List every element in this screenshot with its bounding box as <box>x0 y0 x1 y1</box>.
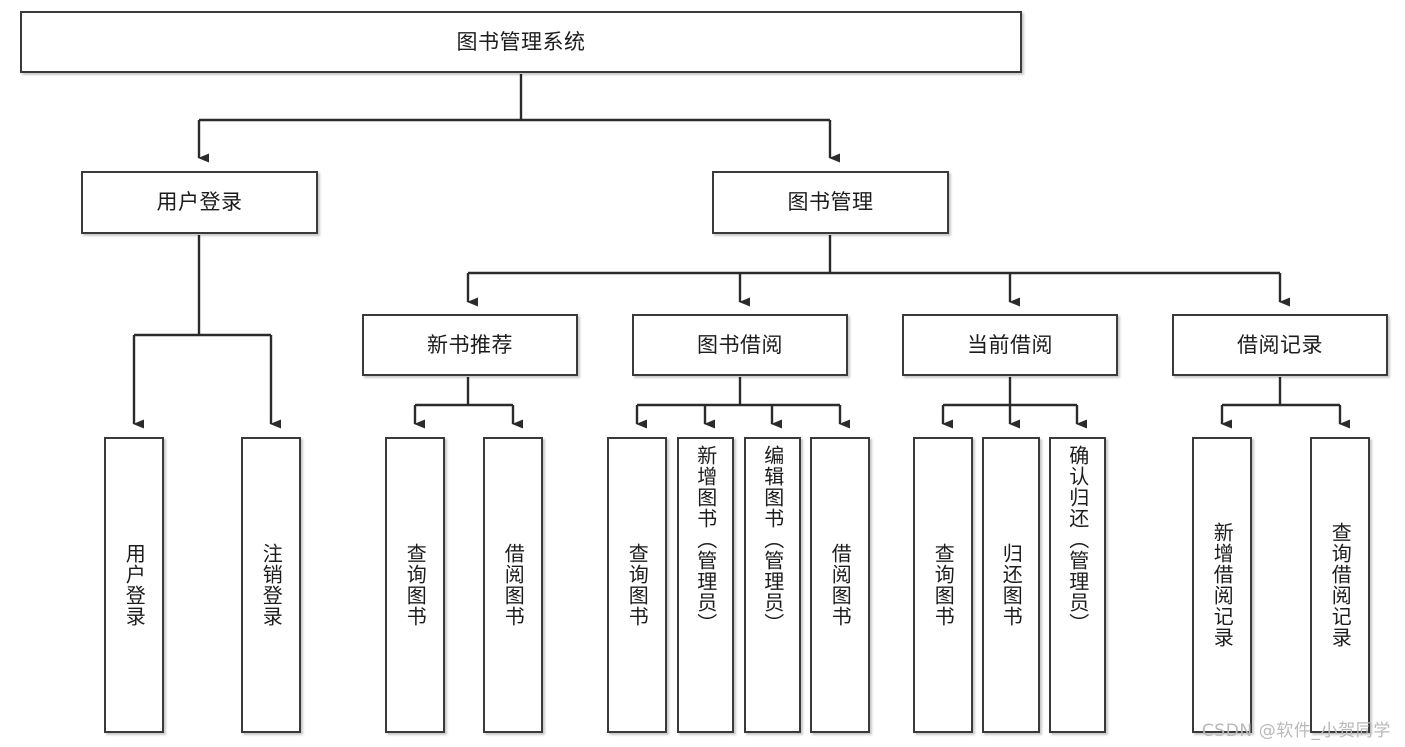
node-root-system[interactable]: 图书管理系统 <box>20 11 1022 73</box>
node-label: 新增图书（管理员） <box>693 445 718 634</box>
node-label: 图书借阅 <box>697 332 783 357</box>
node-new-book-recommend[interactable]: 新书推荐 <box>362 314 578 376</box>
node-label: 查询图书 <box>403 543 428 627</box>
watermark-text: CSDN @软件_小贺同学 <box>1201 721 1391 741</box>
node-label: 新增借阅记录 <box>1210 522 1235 648</box>
node-label: 图书管理 <box>787 190 874 215</box>
node-label: 编辑图书（管理员） <box>760 445 785 634</box>
node-borrow-record[interactable]: 借阅记录 <box>1172 314 1388 376</box>
node-user-login[interactable]: 用户登录 <box>81 171 318 234</box>
node-label: 注销登录 <box>259 543 284 627</box>
leaf-recommend-borrow-book[interactable]: 借阅图书 <box>483 437 543 733</box>
leaf-user-login-logout[interactable]: 注销登录 <box>241 437 301 733</box>
node-label: 查询借阅记录 <box>1328 522 1353 648</box>
node-label: 归还图书 <box>999 543 1024 627</box>
node-label: 借阅记录 <box>1237 332 1323 357</box>
node-label: 查询图书 <box>625 543 650 627</box>
leaf-record-add-record[interactable]: 新增借阅记录 <box>1192 437 1252 733</box>
node-label: 用户登录 <box>156 190 243 215</box>
node-book-borrow[interactable]: 图书借阅 <box>632 314 848 376</box>
leaf-user-login-login[interactable]: 用户登录 <box>104 437 164 733</box>
leaf-current-query-book[interactable]: 查询图书 <box>913 437 973 733</box>
leaf-borrow-query-book[interactable]: 查询图书 <box>607 437 667 733</box>
node-label: 图书管理系统 <box>456 29 586 54</box>
node-label: 借阅图书 <box>828 543 853 627</box>
node-label: 当前借阅 <box>967 332 1053 357</box>
node-current-borrow[interactable]: 当前借阅 <box>902 314 1118 376</box>
node-label: 确认归还（管理员） <box>1065 445 1090 634</box>
node-label: 用户登录 <box>122 543 147 627</box>
node-book-management[interactable]: 图书管理 <box>712 171 949 234</box>
leaf-current-confirm-return-admin[interactable]: 确认归还（管理员） <box>1049 437 1106 733</box>
leaf-borrow-add-book-admin[interactable]: 新增图书（管理员） <box>677 437 734 733</box>
leaf-current-return-book[interactable]: 归还图书 <box>982 437 1040 733</box>
leaf-borrow-edit-book-admin[interactable]: 编辑图书（管理员） <box>744 437 801 733</box>
leaf-borrow-borrow-book[interactable]: 借阅图书 <box>810 437 870 733</box>
node-label: 新书推荐 <box>427 332 513 357</box>
node-label: 借阅图书 <box>501 543 526 627</box>
leaf-record-query-record[interactable]: 查询借阅记录 <box>1310 437 1370 733</box>
node-label: 查询图书 <box>931 543 956 627</box>
leaf-recommend-query-book[interactable]: 查询图书 <box>385 437 445 733</box>
